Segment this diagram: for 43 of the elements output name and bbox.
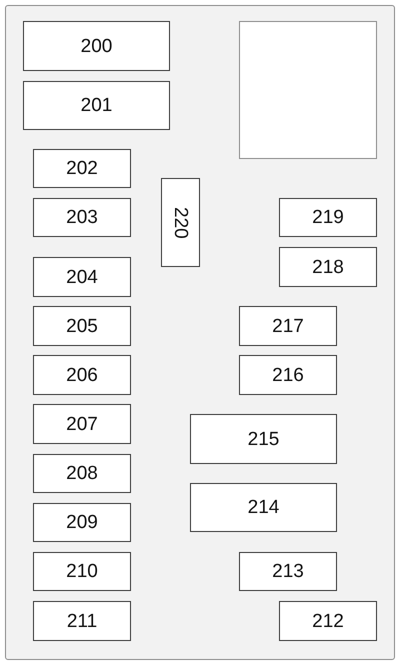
fuse-number: 201: [80, 96, 112, 115]
empty-slot: [239, 21, 377, 159]
fuse-box: [23, 81, 170, 130]
fuse-box: [33, 503, 131, 542]
fuse-box: [23, 21, 170, 71]
fuse-box: [239, 552, 337, 591]
fuse-number: 205: [66, 316, 98, 336]
fuse-box: [239, 355, 337, 395]
fuse-number: 216: [272, 366, 304, 384]
fuse-box: [33, 355, 131, 395]
fuse-box: [161, 178, 200, 267]
fuse-box: [33, 601, 131, 641]
fuse-box: [33, 257, 131, 297]
fuse-box: [190, 483, 337, 532]
fuse-number: 217: [272, 316, 304, 336]
fuse-number: 203: [66, 208, 98, 227]
fuse-box: [33, 149, 131, 188]
fuse-number: 214: [248, 498, 280, 517]
fuse-number: 213: [272, 562, 304, 581]
fuse-number: 204: [66, 268, 98, 286]
fuse-number: 206: [66, 366, 98, 384]
fuse-number: 208: [66, 464, 98, 483]
fuse-box: [279, 247, 377, 287]
fuse-box: [239, 306, 337, 346]
fuse-number: 200: [80, 36, 112, 56]
fuse-number: 202: [66, 159, 98, 178]
fuse-number: 220: [171, 206, 190, 238]
fuse-number: 218: [312, 258, 344, 276]
fuse-number: 211: [66, 612, 98, 630]
fuse-box: [33, 552, 131, 591]
fuse-number: 215: [248, 430, 280, 448]
fuse-box: [279, 601, 377, 641]
fuse-box: [33, 404, 131, 444]
fuse-box: [190, 414, 337, 464]
fuse-number: 210: [66, 562, 98, 581]
fuse-number: 212: [312, 612, 344, 630]
fuse-box: [33, 198, 131, 237]
fuse-box: [279, 198, 377, 237]
fuse-number: 209: [66, 513, 98, 532]
fuse-number: 219: [312, 208, 344, 227]
fuse-box: [33, 306, 131, 346]
fuse-box: [33, 454, 131, 493]
fuse-number: 207: [66, 414, 98, 434]
